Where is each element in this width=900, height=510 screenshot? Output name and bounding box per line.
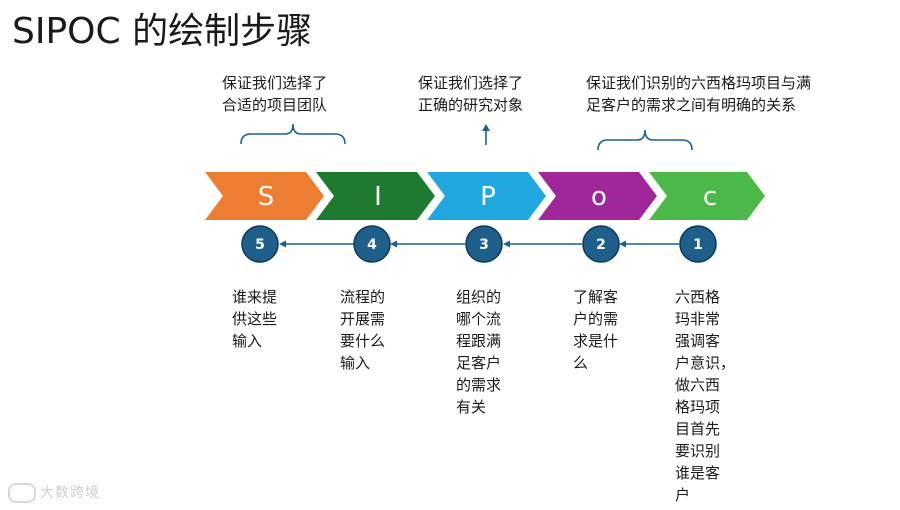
brace-team [240,123,346,145]
chevron-p [427,172,546,220]
brace-relation [597,129,693,151]
chevron-c [649,172,765,220]
connector-2-3-head [503,240,510,248]
step-desc-2: 了解客 户的需 求是什 么 [573,288,619,372]
connector-3-4-head [390,240,397,248]
note-object: 保证我们选择了 正确的研究对象 [418,74,524,114]
step-circle-4 [353,225,391,263]
connector-4-5-head [279,240,286,248]
note-team: 保证我们选择了 合适的项目团队 [222,74,328,114]
connector-1-2-head [619,240,626,248]
step-desc-4: 流程的 开展需 要什么 输入 [340,288,386,372]
step-number-4: 4 [367,237,377,253]
step-number-2: 2 [596,237,606,253]
step-circle-2 [582,225,620,263]
step-desc-3: 组织的 哪个流 程跟满 足客户 的需求 有关 [456,288,502,416]
watermark-text: 大数跨境 [40,485,100,501]
watermark: 大数跨境 [8,482,100,503]
step-number-1: 1 [693,237,703,253]
chevron-i [316,172,435,220]
page-title: SIPOC 的绘制步骤 [12,11,313,52]
step-desc-1: 六西格 玛非常 强调客 户意识， 做六西 格玛项 目首先 要识别 谁是客 户 [675,288,736,504]
chevron-letter-s: S [258,182,275,212]
chevron-letter-i: I [374,182,382,212]
step-number-5: 5 [255,237,265,253]
step-circle-3 [465,225,503,263]
chevron-letter-o: o [591,182,607,212]
chevron-letter-p: P [480,182,496,212]
watermark-logo-icon [8,483,36,503]
chevron-letter-c: c [703,182,717,212]
chevron-o [538,172,657,220]
chevron-s [205,172,324,220]
step-circle-5 [241,225,279,263]
arrow-object-head [482,124,490,131]
step-circle-1 [679,225,717,263]
step-number-3: 3 [479,237,489,253]
note-relation: 保证我们识别的六西格玛项目与满 足客户的需求之间有明确的关系 [586,74,812,114]
step-desc-5: 谁来提 供这些 输入 [232,288,278,350]
